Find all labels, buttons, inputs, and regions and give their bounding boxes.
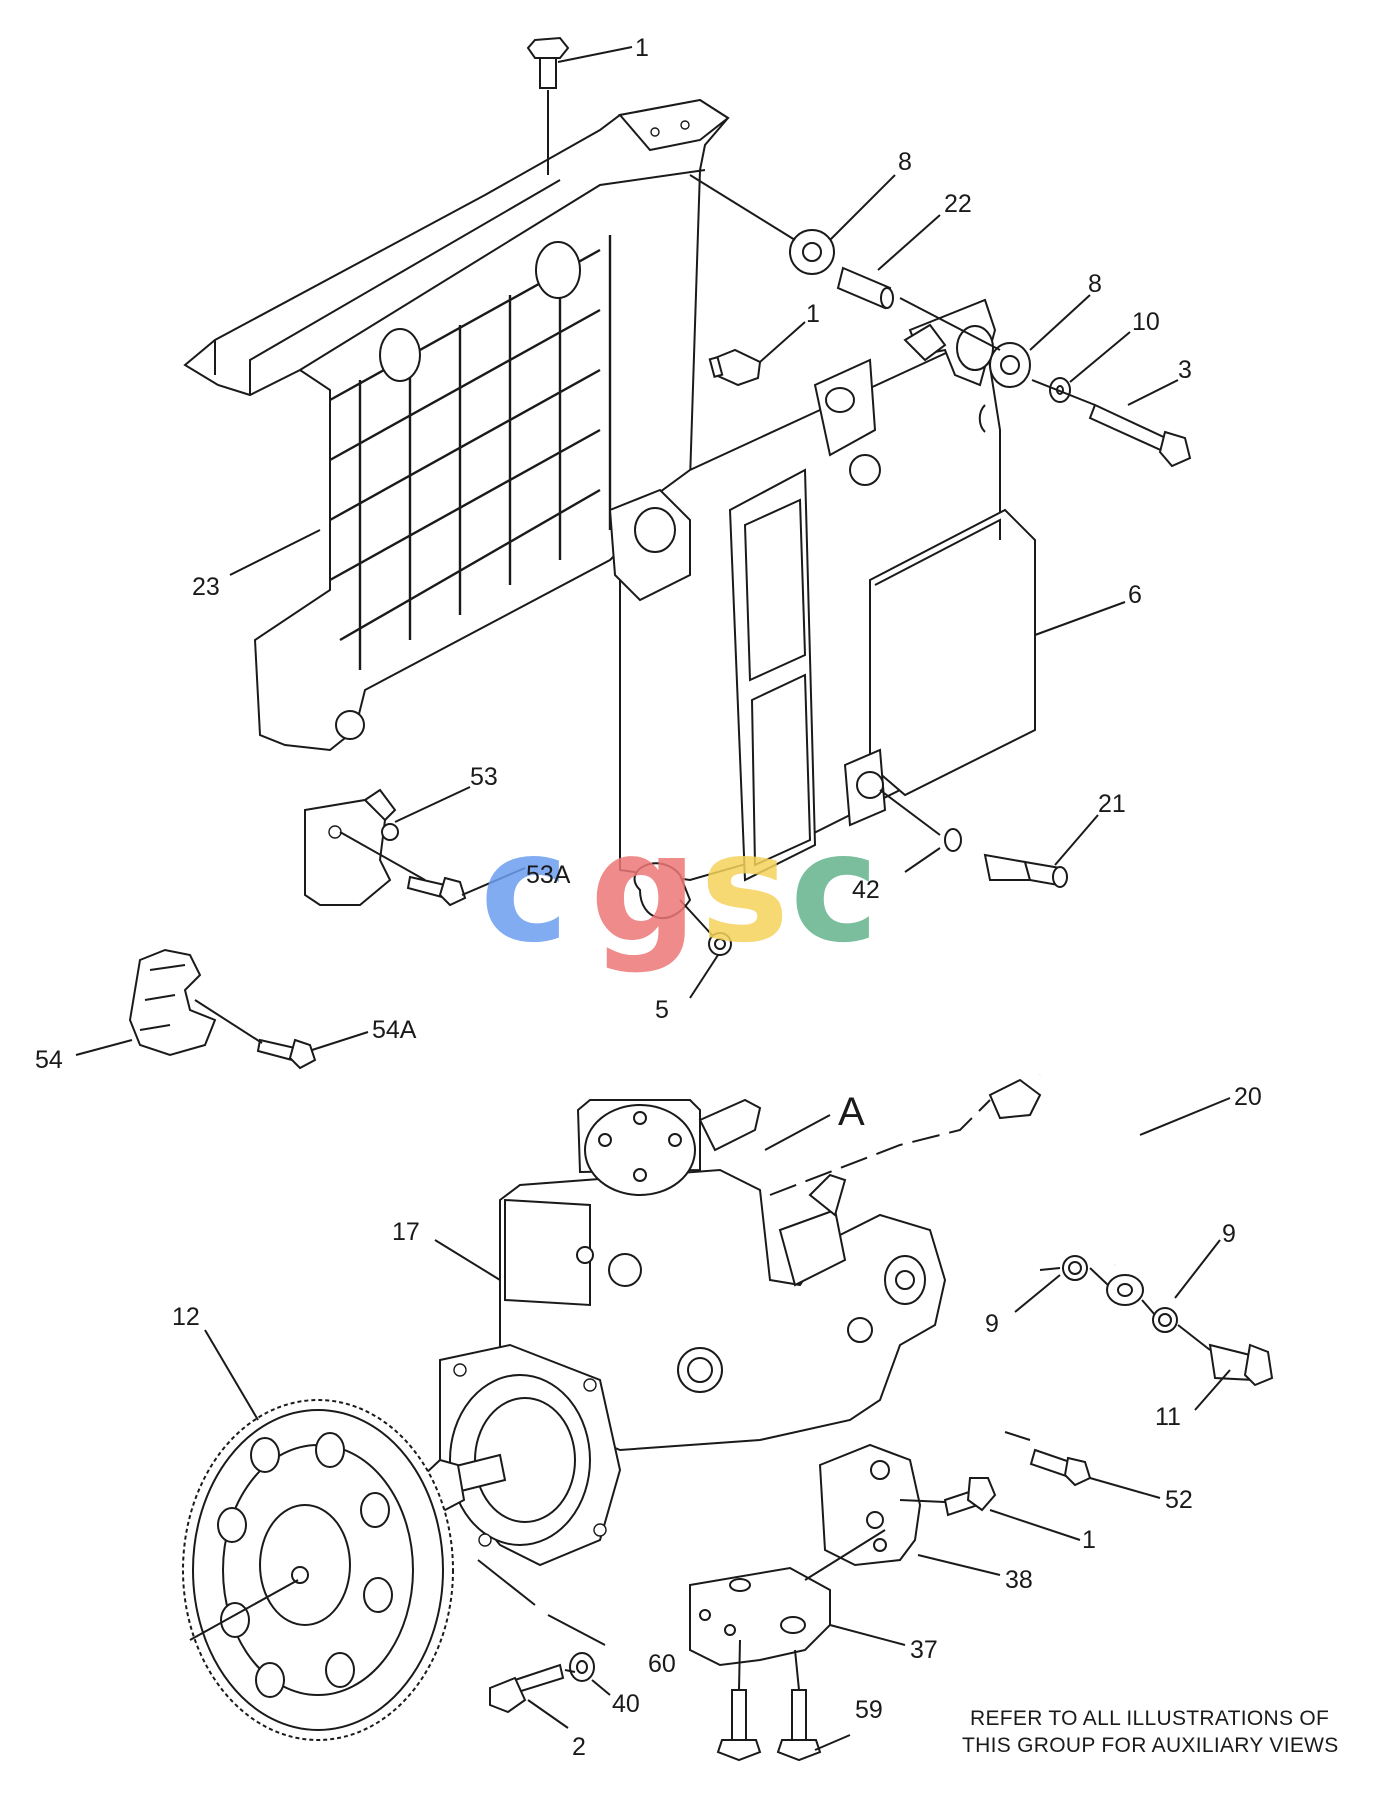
callout-52: 52 bbox=[1165, 1486, 1193, 1514]
callout-42: 42 bbox=[852, 876, 880, 904]
auxiliary-views-note: REFER TO ALL ILLUSTRATIONS OF THIS GROUP… bbox=[962, 1707, 1339, 1757]
callout-11: 11 bbox=[1155, 1403, 1181, 1431]
callout-53A: 53A bbox=[526, 861, 571, 889]
callout-20: 20 bbox=[1234, 1083, 1262, 1111]
callout-21: 21 bbox=[1098, 790, 1126, 818]
callout-1-low: 1 bbox=[1082, 1526, 1096, 1554]
mounting-bracket-23 bbox=[183, 98, 730, 752]
fuel-line-20 bbox=[988, 1054, 1149, 1306]
spacer-22 bbox=[836, 266, 894, 310]
bolt-59 bbox=[776, 1689, 822, 1762]
bolt-60 bbox=[716, 1689, 762, 1762]
callout-1-top: 1 bbox=[635, 34, 649, 62]
seal-5 bbox=[708, 932, 732, 956]
callout-labels: 1 8 22 8 10 1 3 23 6 53 21 53A 42 5 54A … bbox=[35, 34, 1262, 1761]
watermark-letter-g: g bbox=[590, 802, 697, 976]
seal-42 bbox=[944, 828, 962, 852]
callout-54A: 54A bbox=[372, 1016, 417, 1044]
note-line-1: REFER TO ALL ILLUSTRATIONS OF bbox=[970, 1707, 1329, 1730]
callout-12: 12 bbox=[172, 1303, 200, 1331]
callout-53: 53 bbox=[470, 763, 498, 791]
bolt-52 bbox=[1029, 1448, 1092, 1487]
callout-23: 23 bbox=[192, 573, 220, 601]
callout-9-left: 9 bbox=[985, 1310, 999, 1338]
ecm-6 bbox=[608, 298, 1036, 920]
connector-53 bbox=[304, 788, 399, 906]
callout-17: 17 bbox=[392, 1218, 420, 1246]
brand-watermark: c g s c bbox=[480, 802, 879, 976]
watermark-letter-s: s bbox=[700, 802, 789, 976]
bracket-37 bbox=[689, 1566, 831, 1667]
callout-60: 60 bbox=[648, 1650, 676, 1678]
bolt-1-low bbox=[943, 1477, 997, 1517]
sensor-21 bbox=[983, 853, 1068, 888]
assembly-lines bbox=[194, 174, 1211, 1691]
callout-37: 37 bbox=[910, 1636, 938, 1664]
seal-9-right bbox=[1152, 1307, 1178, 1333]
callout-8-upper: 8 bbox=[898, 148, 912, 176]
washer-10 bbox=[1049, 377, 1071, 403]
callout-5: 5 bbox=[655, 996, 669, 1024]
callout-40: 40 bbox=[612, 1690, 640, 1718]
watermark-letter-c2: c bbox=[790, 802, 879, 976]
callout-9-right: 9 bbox=[1222, 1220, 1236, 1248]
bolt-1-top bbox=[526, 36, 570, 175]
leader-lines bbox=[75, 46, 1231, 1751]
note-line-2: THIS GROUP FOR AUXILIARY VIEWS bbox=[962, 1734, 1339, 1757]
grommet-8-lower bbox=[989, 342, 1031, 388]
bracket-38 bbox=[818, 1443, 922, 1567]
bolt-53A bbox=[406, 875, 467, 907]
gear-12 bbox=[182, 1399, 454, 1741]
grommet-8-upper bbox=[789, 229, 835, 275]
clip-54 bbox=[128, 948, 217, 1057]
seal-9-left bbox=[1062, 1255, 1088, 1281]
callout-59: 59 bbox=[855, 1696, 883, 1724]
callout-6: 6 bbox=[1128, 581, 1142, 609]
callout-1-mid: 1 bbox=[806, 300, 820, 328]
callout-8-lower: 8 bbox=[1088, 270, 1102, 298]
watermark-letter-c1: c bbox=[480, 802, 569, 976]
bolt-2 bbox=[489, 1663, 565, 1714]
callout-54: 54 bbox=[35, 1046, 63, 1074]
callout-22: 22 bbox=[944, 190, 972, 218]
callout-3: 3 bbox=[1178, 356, 1192, 384]
bolt-1-mid bbox=[708, 348, 762, 387]
callout-38: 38 bbox=[1005, 1566, 1033, 1594]
washer-40 bbox=[569, 1652, 595, 1682]
bolt-3 bbox=[1088, 403, 1192, 468]
callout-10: 10 bbox=[1132, 308, 1160, 336]
fuel-pump-17 bbox=[418, 1098, 947, 1567]
bolt-11 bbox=[1208, 1343, 1274, 1387]
callout-2: 2 bbox=[572, 1733, 586, 1761]
bolt-54A bbox=[256, 1038, 317, 1070]
callout-A: A bbox=[838, 1090, 865, 1134]
